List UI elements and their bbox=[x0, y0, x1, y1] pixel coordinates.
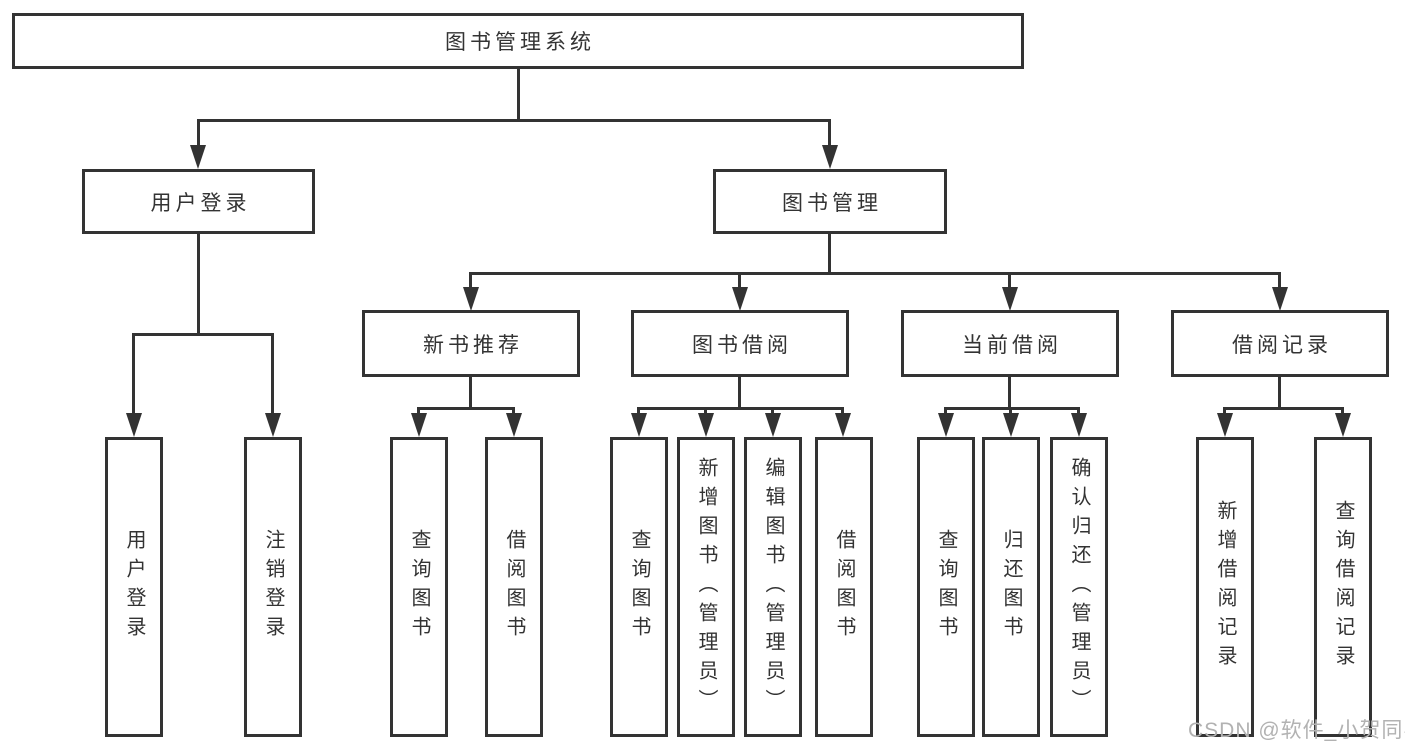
leaf-search-borrow-record: 查询借阅记录 bbox=[1314, 437, 1372, 737]
connector-line bbox=[738, 272, 741, 290]
connector-line bbox=[197, 119, 200, 147]
connector-arrow-icon bbox=[938, 413, 954, 437]
connector-line bbox=[417, 407, 420, 415]
connector-line bbox=[637, 407, 640, 415]
connector-line bbox=[132, 333, 274, 336]
leaf-add-borrow-record-label: 新增借阅记录 bbox=[1214, 500, 1236, 674]
connector-arrow-icon bbox=[1002, 287, 1018, 311]
node-borrowing-records-label: 借阅记录 bbox=[1232, 333, 1332, 357]
connector-arrow-icon bbox=[190, 145, 206, 169]
connector-arrow-icon bbox=[411, 413, 427, 437]
connector-arrow-icon bbox=[463, 287, 479, 311]
node-user-login-label: 用户登录 bbox=[150, 191, 251, 215]
node-book-management-label: 图书管理 bbox=[782, 191, 882, 215]
connector-arrow-icon bbox=[1071, 413, 1087, 437]
leaf-logout: 注销登录 bbox=[244, 437, 302, 737]
connector-line bbox=[271, 333, 274, 415]
leaf-add-book-admin: 新增图书（管理员） bbox=[677, 437, 735, 737]
connector-line bbox=[469, 272, 472, 290]
connector-line bbox=[1223, 407, 1226, 415]
connector-arrow-icon bbox=[126, 413, 142, 437]
leaf-return-book: 归还图书 bbox=[982, 437, 1040, 737]
leaf-confirm-return-admin-label: 确认归还（管理员） bbox=[1068, 456, 1090, 718]
connector-arrow-icon bbox=[265, 413, 281, 437]
connector-line bbox=[417, 407, 515, 410]
leaf-borrow-books-recommend: 借阅图书 bbox=[485, 437, 543, 737]
leaf-search-books-current: 查询图书 bbox=[917, 437, 975, 737]
node-new-book-recommend-label: 新书推荐 bbox=[423, 333, 523, 357]
leaf-search-books-borrowing: 查询图书 bbox=[610, 437, 668, 737]
leaf-confirm-return-admin: 确认归还（管理员） bbox=[1050, 437, 1108, 737]
connector-arrow-icon bbox=[765, 413, 781, 437]
leaf-search-borrow-record-label: 查询借阅记录 bbox=[1332, 500, 1354, 674]
connector-arrow-icon bbox=[835, 413, 851, 437]
leaf-logout-label: 注销登录 bbox=[262, 529, 284, 645]
leaf-borrow-books: 借阅图书 bbox=[815, 437, 873, 737]
connector-line bbox=[1008, 377, 1011, 410]
connector-line bbox=[944, 407, 947, 415]
csdn-watermark: CSDN @软件_小贺同学 bbox=[1188, 719, 1405, 742]
connector-line bbox=[1223, 407, 1344, 410]
connector-line bbox=[1278, 272, 1281, 290]
leaf-search-books-recommend: 查询图书 bbox=[390, 437, 448, 737]
connector-arrow-icon bbox=[1272, 287, 1288, 311]
leaf-borrow-books-recommend-label: 借阅图书 bbox=[503, 529, 525, 645]
connector-line bbox=[517, 69, 520, 122]
connector-line bbox=[738, 377, 741, 410]
connector-line bbox=[828, 233, 831, 275]
connector-line bbox=[944, 407, 1080, 410]
connector-arrow-icon bbox=[1003, 413, 1019, 437]
connector-arrow-icon bbox=[822, 145, 838, 169]
connector-line bbox=[1341, 407, 1344, 415]
connector-line bbox=[771, 407, 774, 415]
node-user-login: 用户登录 bbox=[82, 169, 315, 234]
leaf-user-login: 用户登录 bbox=[105, 437, 163, 737]
connector-line bbox=[512, 407, 515, 415]
node-book-management: 图书管理 bbox=[713, 169, 947, 234]
connector-arrow-icon bbox=[506, 413, 522, 437]
node-book-borrowing-label: 图书借阅 bbox=[692, 333, 792, 357]
connector-arrow-icon bbox=[1217, 413, 1233, 437]
connector-line bbox=[1009, 407, 1012, 415]
connector-line bbox=[1008, 272, 1011, 290]
leaf-return-book-label: 归还图书 bbox=[1000, 529, 1022, 645]
leaf-edit-book-admin-label: 编辑图书（管理员） bbox=[762, 456, 784, 718]
connector-line bbox=[1077, 407, 1080, 415]
connector-line bbox=[197, 234, 200, 335]
leaf-user-login-label: 用户登录 bbox=[123, 529, 145, 645]
node-borrowing-records: 借阅记录 bbox=[1171, 310, 1389, 377]
leaf-borrow-books-label: 借阅图书 bbox=[833, 529, 855, 645]
node-new-book-recommend: 新书推荐 bbox=[362, 310, 580, 377]
connector-arrow-icon bbox=[698, 413, 714, 437]
connector-arrow-icon bbox=[1335, 413, 1351, 437]
leaf-search-books-borrowing-label: 查询图书 bbox=[628, 529, 650, 645]
connector-line bbox=[469, 377, 472, 410]
connector-line bbox=[197, 119, 831, 122]
node-book-borrowing: 图书借阅 bbox=[631, 310, 849, 377]
leaf-add-book-admin-label: 新增图书（管理员） bbox=[695, 456, 717, 718]
connector-line bbox=[704, 407, 707, 415]
node-current-borrowing-label: 当前借阅 bbox=[962, 333, 1062, 357]
connector-line bbox=[132, 333, 135, 415]
connector-line bbox=[1278, 377, 1281, 410]
connector-arrow-icon bbox=[631, 413, 647, 437]
connector-line bbox=[469, 272, 1281, 275]
connector-line bbox=[828, 119, 831, 147]
node-current-borrowing: 当前借阅 bbox=[901, 310, 1119, 377]
node-root-label: 图书管理系统 bbox=[445, 31, 595, 54]
leaf-search-books-recommend-label: 查询图书 bbox=[408, 529, 430, 645]
leaf-search-books-current-label: 查询图书 bbox=[935, 529, 957, 645]
connector-line bbox=[841, 407, 844, 415]
connector-arrow-icon bbox=[732, 287, 748, 311]
connector-line bbox=[637, 407, 844, 410]
leaf-edit-book-admin: 编辑图书（管理员） bbox=[744, 437, 802, 737]
node-root: 图书管理系统 bbox=[12, 13, 1024, 69]
leaf-add-borrow-record: 新增借阅记录 bbox=[1196, 437, 1254, 737]
